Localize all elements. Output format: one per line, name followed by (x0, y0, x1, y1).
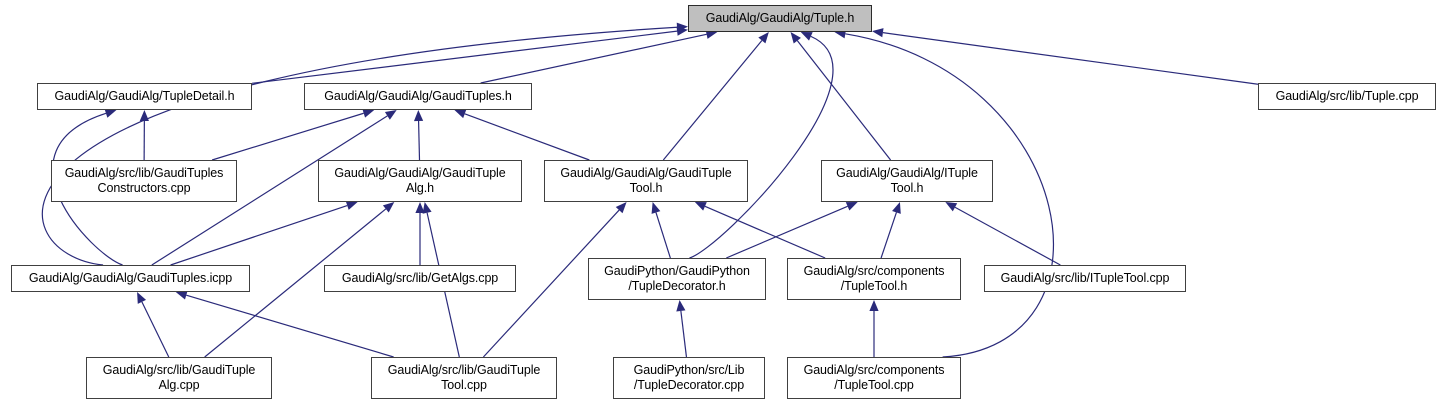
edge-tupledecorator_cpp-to-tupledecorator_h (680, 310, 688, 358)
edge-arrowhead (676, 22, 688, 32)
edge-arrowhead (615, 202, 627, 214)
edge-arrowhead (872, 28, 884, 38)
graph-node-gauditplalg_h[interactable]: GaudiAlg/GaudiAlg/GaudiTuple Alg.h (318, 160, 522, 202)
edge-tupledecorator_h-to-tuple_h (689, 35, 834, 259)
edge-gaudituples_h-to-tuple_h (480, 33, 707, 84)
graph-node-tuple_h[interactable]: GaudiAlg/GaudiAlg/Tuple.h (688, 5, 872, 32)
edge-arrowhead (892, 202, 901, 214)
edge-arrowhead (422, 202, 432, 214)
edge-gauditplalg_h-to-gaudituples_h (417, 120, 421, 161)
edge-arrowhead (345, 201, 358, 210)
graph-node-comp_tupletool_h[interactable]: GaudiAlg/src/components /TupleTool.h (787, 258, 961, 300)
edge-gauditplalg_cpp-to-gauditupl_icpp (141, 301, 170, 358)
edge-comp_tupletool_h-to-itupletool_h (880, 212, 897, 259)
graph-node-gtconstructors_cpp[interactable]: GaudiAlg/src/lib/GaudiTuples Constructor… (51, 160, 237, 202)
edge-gauditpltool_cpp-to-gauditupl_icpp (186, 294, 394, 358)
edge-arrowhead (869, 300, 879, 311)
edge-tupledetail_h-to-tuple_h (251, 30, 678, 84)
edge-arrowhead (845, 202, 858, 211)
edge-arrowhead (413, 110, 424, 122)
graph-node-gaudituples_h[interactable]: GaudiAlg/GaudiAlg/GaudiTuples.h (304, 83, 532, 110)
edge-arrowhead (705, 29, 718, 39)
edge-arrowhead (104, 108, 117, 118)
edge-arrowhead (694, 202, 707, 211)
edge-arrowhead (139, 110, 149, 122)
edge-tuple_cpp-to-tuple_h (882, 32, 1259, 85)
edge-tupledecorator_h-to-itupletool_h (726, 205, 848, 259)
edge-gauditupl_icpp-to-gaudituples_h (151, 115, 388, 266)
edge-gauditupl_icpp-to-gauditplalg_h (170, 204, 348, 266)
graph-node-tupledecorator_cpp[interactable]: GaudiPython/src/Lib /TupleDecorator.cpp (613, 357, 765, 399)
edge-arrowhead (790, 32, 801, 44)
graph-node-itupletool_h[interactable]: GaudiAlg/GaudiAlg/ITuple Tool.h (821, 160, 993, 202)
edge-arrowhead (800, 32, 813, 41)
graph-node-tuple_cpp[interactable]: GaudiAlg/src/lib/Tuple.cpp (1258, 83, 1436, 110)
edge-arrowhead (175, 290, 188, 300)
graph-node-gauditupl_icpp[interactable]: GaudiAlg/GaudiAlg/GaudiTuples.icpp (11, 265, 250, 292)
edge-gauditpltool_h-to-gaudituples_h (464, 113, 590, 161)
edge-gauditupl_icpp-to-tuple_h (41, 26, 678, 266)
edge-arrowhead (454, 109, 467, 119)
edge-gauditpltool_cpp-to-gauditpltool_h (482, 209, 620, 358)
graph-node-comp_tupletool_cpp[interactable]: GaudiAlg/src/components /TupleTool.cpp (787, 357, 961, 399)
edge-gauditpltool_h-to-tuple_h (662, 40, 763, 161)
edge-gtconstructors_cpp-to-gaudituples_h (211, 112, 364, 161)
edge-comp_tupletool_h-to-gauditpltool_h (704, 205, 826, 259)
edge-comp_tupletool_cpp-to-tuple_h (845, 33, 1055, 358)
graph-node-tupledecorator_h[interactable]: GaudiPython/GaudiPython /TupleDecorator.… (588, 258, 766, 300)
graph-node-itupletool_cpp[interactable]: GaudiAlg/src/lib/ITupleTool.cpp (984, 265, 1186, 292)
graph-node-gauditpltool_cpp[interactable]: GaudiAlg/src/lib/GaudiTuple Tool.cpp (371, 357, 557, 399)
edge-arrowhead (758, 32, 769, 44)
edge-arrowhead (676, 300, 686, 312)
graph-node-gauditplalg_cpp[interactable]: GaudiAlg/src/lib/GaudiTuple Alg.cpp (86, 357, 272, 399)
edge-tupledecorator_h-to-gauditpltool_h (655, 212, 671, 259)
edge-itupletool_h-to-tuple_h (796, 40, 892, 161)
graph-node-getalgs_cpp[interactable]: GaudiAlg/src/lib/GetAlgs.cpp (324, 265, 516, 292)
edge-arrowhead (384, 110, 397, 120)
edge-gauditplalg_cpp-to-gauditplalg_h (204, 208, 387, 358)
graph-node-tupledetail_h[interactable]: GaudiAlg/GaudiAlg/TupleDetail.h (37, 83, 252, 110)
edge-itupletool_cpp-to-itupletool_h (954, 206, 1061, 266)
edge-arrowhead (362, 108, 375, 118)
graph-node-gauditpltool_h[interactable]: GaudiAlg/GaudiAlg/GaudiTuple Tool.h (544, 160, 748, 202)
edge-arrowhead (382, 202, 395, 213)
edge-arrowhead (945, 202, 958, 212)
edge-arrowhead (651, 202, 661, 214)
edge-arrowhead (137, 292, 147, 304)
edge-arrowhead (415, 202, 425, 213)
